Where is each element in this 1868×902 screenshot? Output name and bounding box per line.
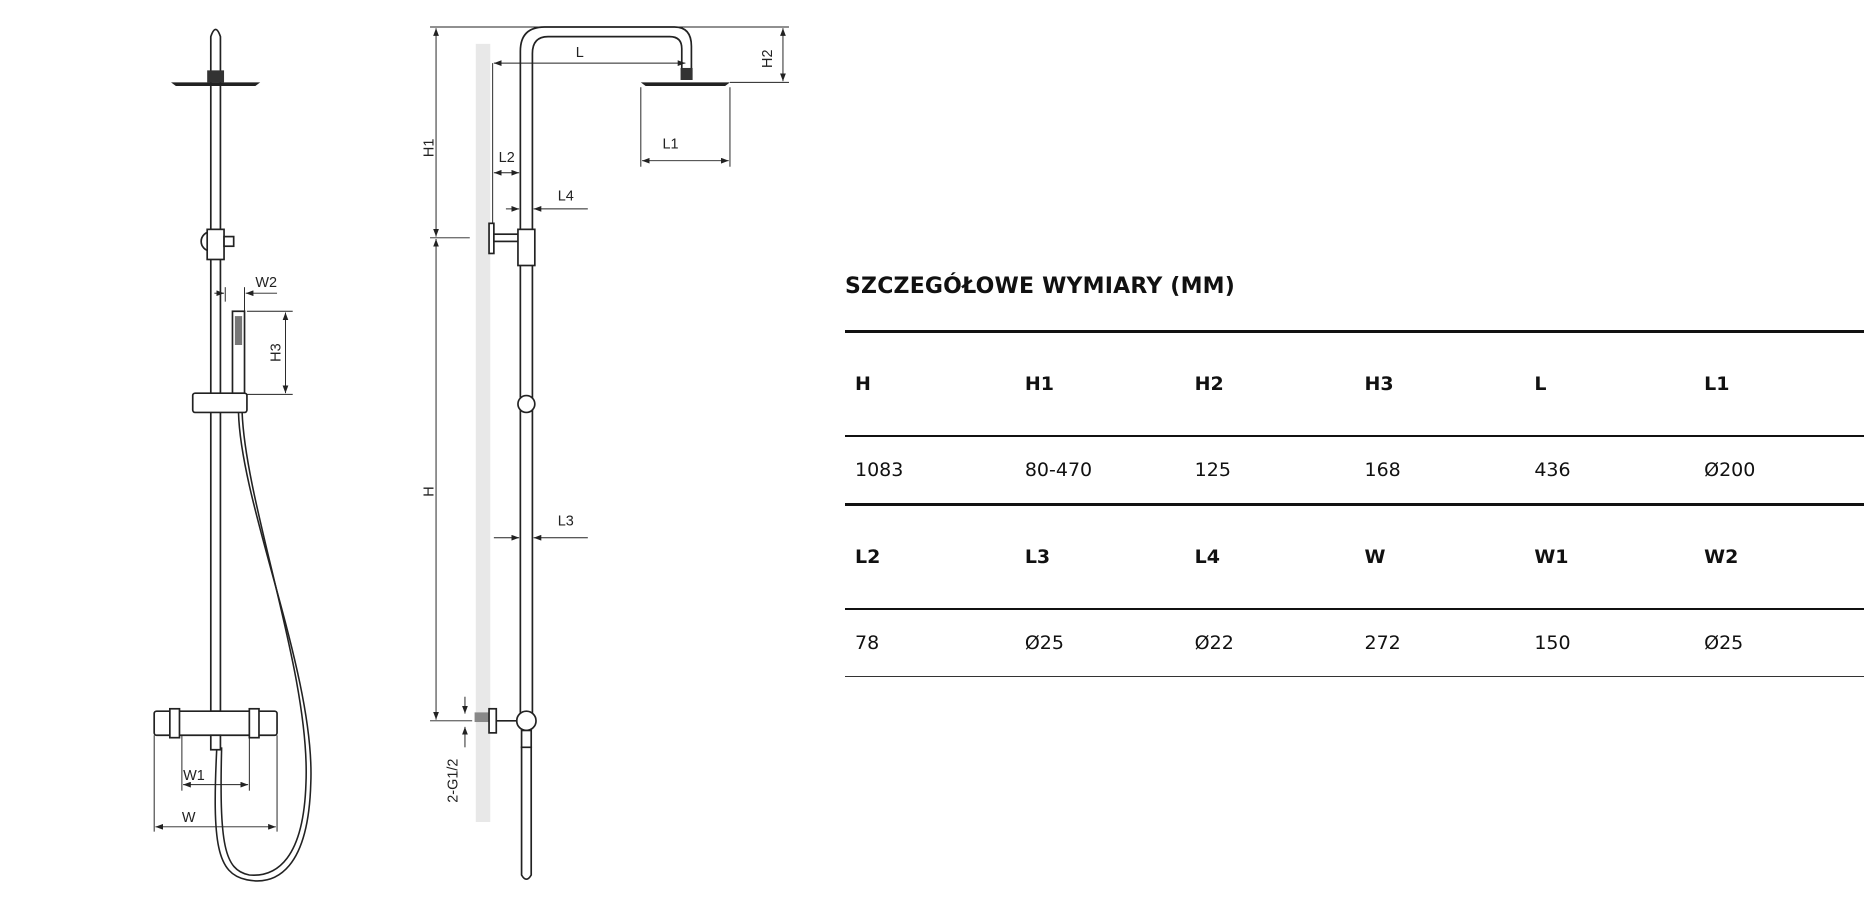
value-cell: 125 bbox=[1184, 435, 1355, 505]
value-cell: 436 bbox=[1524, 435, 1695, 505]
value-cell: 150 bbox=[1524, 608, 1695, 677]
label-l2: L2 bbox=[499, 150, 515, 166]
label-w1: W1 bbox=[183, 768, 205, 784]
header-cell: L4 bbox=[1184, 503, 1355, 609]
label-l3: L3 bbox=[558, 514, 574, 530]
value-cell: 80-470 bbox=[1014, 435, 1185, 505]
value-cell: Ø25 bbox=[1014, 608, 1185, 677]
label-h1: H1 bbox=[422, 139, 438, 157]
dimensions-title: SZCZEGÓŁOWE WYMIARY (MM) bbox=[845, 274, 1236, 299]
header-cell: L2 bbox=[845, 503, 1015, 609]
value-cell: 168 bbox=[1354, 435, 1525, 505]
header-cell: H bbox=[845, 330, 1015, 436]
label-w2: W2 bbox=[255, 275, 277, 291]
dimensions-table: H H1 H2 H3 L L1 1083 80-470 125 168 436 … bbox=[845, 330, 1864, 677]
label-l4: L4 bbox=[558, 188, 574, 204]
label-inlet-thread: 2-G1/2 bbox=[446, 759, 462, 803]
value-cell: Ø22 bbox=[1184, 608, 1355, 677]
header-cell: L3 bbox=[1014, 503, 1185, 609]
label-l1: L1 bbox=[662, 137, 678, 153]
table-value-row: 1083 80-470 125 168 436 Ø200 bbox=[845, 435, 1864, 505]
side-view: H1 H H2 L L1 L2 L4 L3 bbox=[422, 26, 789, 881]
label-w: W bbox=[182, 810, 196, 826]
value-cell: 78 bbox=[845, 608, 1015, 677]
value-cell: 272 bbox=[1354, 608, 1525, 677]
table-value-row: 78 Ø25 Ø22 272 150 Ø25 bbox=[845, 608, 1864, 677]
value-cell: Ø25 bbox=[1694, 608, 1864, 677]
header-cell: L1 bbox=[1694, 330, 1864, 436]
value-cell: 1083 bbox=[845, 435, 1015, 505]
label-h3: H3 bbox=[269, 343, 285, 361]
header-cell: H1 bbox=[1014, 330, 1185, 436]
header-cell: H3 bbox=[1354, 330, 1525, 436]
shower-dimension-drawing: W2 H3 W1 W H1 H H2 L L1 bbox=[153, 26, 789, 882]
front-view: W2 H3 W1 W bbox=[153, 28, 312, 882]
header-cell: H2 bbox=[1184, 330, 1355, 436]
value-cell: Ø200 bbox=[1694, 435, 1864, 505]
table-header-row: L2 L3 L4 W W1 W2 bbox=[845, 503, 1864, 609]
header-cell: W1 bbox=[1524, 503, 1695, 609]
header-cell: L bbox=[1524, 330, 1695, 436]
table-header-row: H H1 H2 H3 L L1 bbox=[845, 330, 1864, 436]
header-cell: W2 bbox=[1694, 503, 1864, 609]
label-h2: H2 bbox=[760, 49, 776, 67]
label-l: L bbox=[576, 45, 584, 61]
header-cell: W bbox=[1354, 503, 1525, 609]
label-h: H bbox=[422, 486, 438, 496]
